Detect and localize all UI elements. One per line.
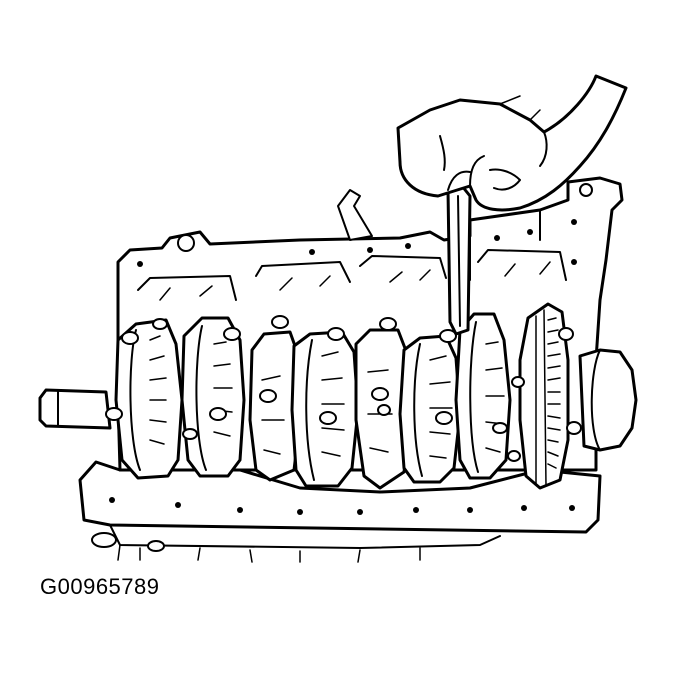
figure-code: G00965789	[40, 574, 160, 599]
gear-teeth	[547, 317, 561, 469]
block-lower-rail	[78, 460, 602, 563]
top-bracket	[337, 189, 373, 241]
rail-bolt-holes	[109, 497, 575, 515]
flywheel	[507, 302, 638, 490]
bearing-cap-5	[454, 312, 512, 480]
bearing-cap-2	[180, 316, 246, 478]
crankshaft-nose	[38, 388, 112, 430]
main-bearing-caps	[105, 312, 512, 490]
feeler-gauge	[446, 184, 472, 336]
hand	[396, 74, 628, 212]
bearing-cap-4	[398, 334, 462, 484]
